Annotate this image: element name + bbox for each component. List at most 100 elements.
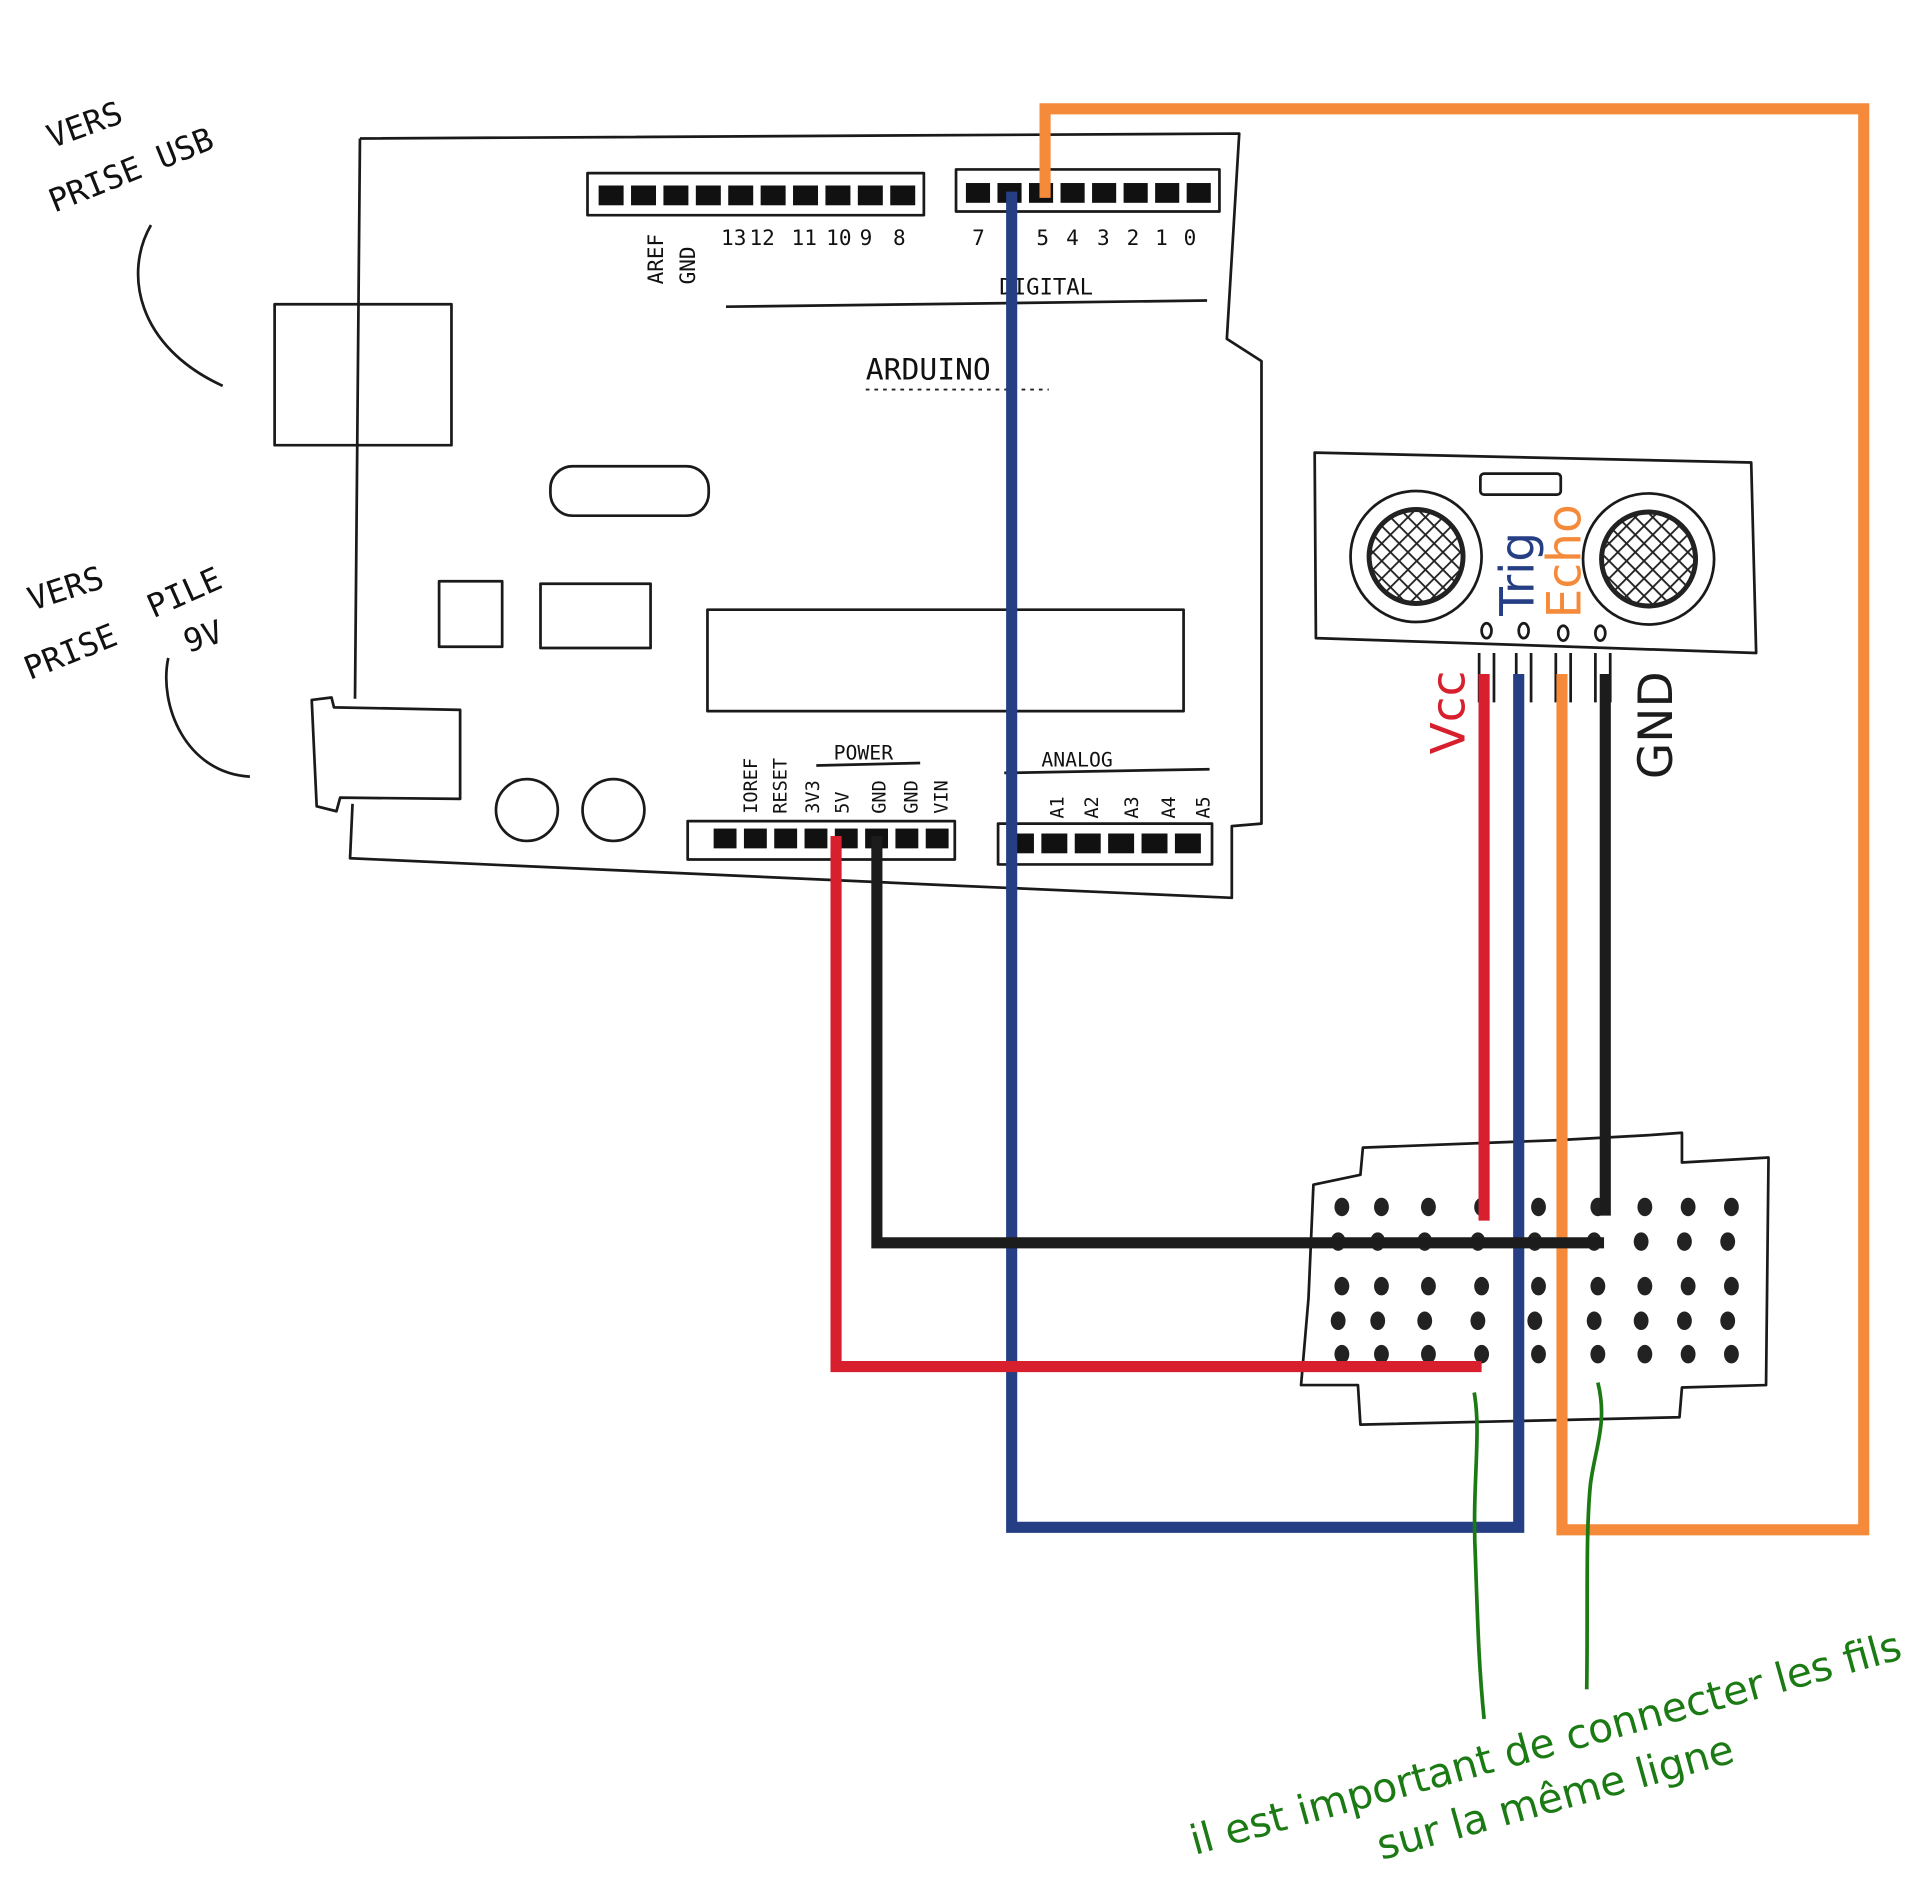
breadboard-hole: [1374, 1344, 1389, 1364]
header-pin: [774, 828, 798, 849]
breadboard: [1299, 1131, 1770, 1427]
breadboard-hole: [1421, 1197, 1436, 1217]
wire-echo: [1039, 103, 1870, 1536]
header-pin: [793, 185, 819, 206]
breadboard-hole: [1334, 1276, 1350, 1296]
pin-label: 3: [1097, 225, 1110, 250]
power-jack: [310, 696, 462, 813]
board-outline: [348, 132, 1263, 900]
breadboard-hole: [1637, 1344, 1653, 1364]
header-pin: [1092, 183, 1117, 203]
breadboard-hole: [1417, 1311, 1433, 1331]
pin-label: GND: [870, 780, 891, 814]
breadboard-hole: [1720, 1232, 1736, 1251]
breadboard-hole: [1677, 1311, 1692, 1331]
capacitor-2: [581, 777, 646, 843]
header-pin: [965, 183, 991, 203]
component-square-2: [539, 582, 652, 650]
battery-pointer-arc: [164, 657, 250, 778]
pin-label: A4: [1159, 796, 1180, 818]
breadboard-hole: [1723, 1276, 1739, 1296]
power-header: [686, 819, 957, 861]
breadboard-hole: [1590, 1344, 1606, 1364]
breadboard-hole: [1474, 1276, 1490, 1296]
analog-label-underline: [1004, 767, 1210, 775]
header-pin: [695, 185, 721, 206]
breadboard-hole: [1723, 1197, 1739, 1217]
wires: [830, 103, 1870, 1536]
pin-label: 2: [1127, 225, 1140, 250]
header-pin: [598, 185, 624, 206]
breadboard-hole: [1677, 1232, 1692, 1251]
breadboard-hole: [1330, 1311, 1346, 1331]
analog-header: [996, 822, 1214, 866]
power-label: POWER: [834, 741, 894, 764]
battery-annotation-line1: VERS: [23, 558, 108, 618]
breadboard-hole: [1370, 1311, 1386, 1331]
pin-label: GND: [902, 780, 923, 814]
header-pin: [1041, 833, 1068, 854]
battery-annotation-line2: PRISE: [19, 616, 123, 687]
digital-header-right: [954, 168, 1221, 213]
arduino-label: ARDUINO: [866, 352, 991, 387]
wire-trig: [1006, 191, 1525, 1533]
breadboard-hole: [1637, 1197, 1653, 1217]
battery-annotation: VERS PRISE PILE 9V: [19, 558, 228, 687]
header-pin: [713, 828, 737, 849]
same-row-note: il est important de connecter les fils s…: [1185, 1382, 1907, 1870]
pin-label: VIN: [931, 780, 952, 814]
pin-label: 1: [1155, 225, 1168, 250]
pin-label: 5: [1036, 225, 1049, 250]
sensor-pins: [1477, 621, 1612, 703]
breadboard-hole: [1334, 1197, 1350, 1217]
pin-label: 5V: [832, 791, 853, 813]
power-label-underline: [816, 761, 921, 767]
header-pin: [663, 185, 689, 206]
pin-label-echo: Echo: [1538, 504, 1593, 618]
breadboard-hole: [1590, 1276, 1606, 1296]
pin-label-gnd: GND: [1629, 671, 1684, 779]
header-pin: [1123, 183, 1148, 203]
pin-label: 8: [893, 225, 906, 250]
pin-label: 12: [750, 225, 775, 250]
breadboard-hole: [1531, 1276, 1546, 1296]
note-text-line1: il est important de connecter les fils: [1185, 1622, 1907, 1865]
pin-label: 11: [792, 225, 817, 250]
breadboard-hole: [1680, 1197, 1696, 1217]
battery-annotation-line4: 9V: [179, 612, 228, 660]
breadboard-hole: [1720, 1311, 1736, 1331]
capacitor-1: [494, 777, 560, 843]
breadboard-hole: [1474, 1344, 1490, 1364]
breadboard-hole: [1374, 1197, 1389, 1217]
pin-label: 3V3: [803, 780, 824, 814]
digital-header-left: [586, 171, 926, 217]
header-pin: [1155, 183, 1180, 203]
pin-label: 0: [1184, 225, 1197, 250]
header-pin: [857, 185, 883, 206]
breadboard-hole: [1680, 1344, 1696, 1364]
pin-label: A5: [1194, 796, 1215, 818]
ultrasonic-sensor: Vcc Trig Echo GND: [1313, 451, 1758, 779]
component-square-1: [437, 579, 504, 649]
pin-label: AREF: [643, 234, 668, 285]
header-pin: [760, 185, 786, 206]
header-pin: [925, 828, 949, 849]
header-pin: [804, 828, 828, 849]
header-pin: [1074, 833, 1101, 854]
transducer-right: [1581, 492, 1716, 626]
header-pins: [1007, 833, 1201, 854]
header-pin: [1108, 833, 1135, 854]
usb-pointer-arc: [136, 224, 224, 388]
header-pin: [1174, 833, 1201, 854]
header-pin: [895, 828, 919, 849]
usb-annotation-line1: VERS: [42, 94, 128, 156]
header-pin: [743, 828, 767, 849]
breadboard-hole: [1374, 1276, 1389, 1296]
header-pin: [1141, 833, 1168, 854]
pin-label-trig: Trig: [1491, 532, 1546, 617]
